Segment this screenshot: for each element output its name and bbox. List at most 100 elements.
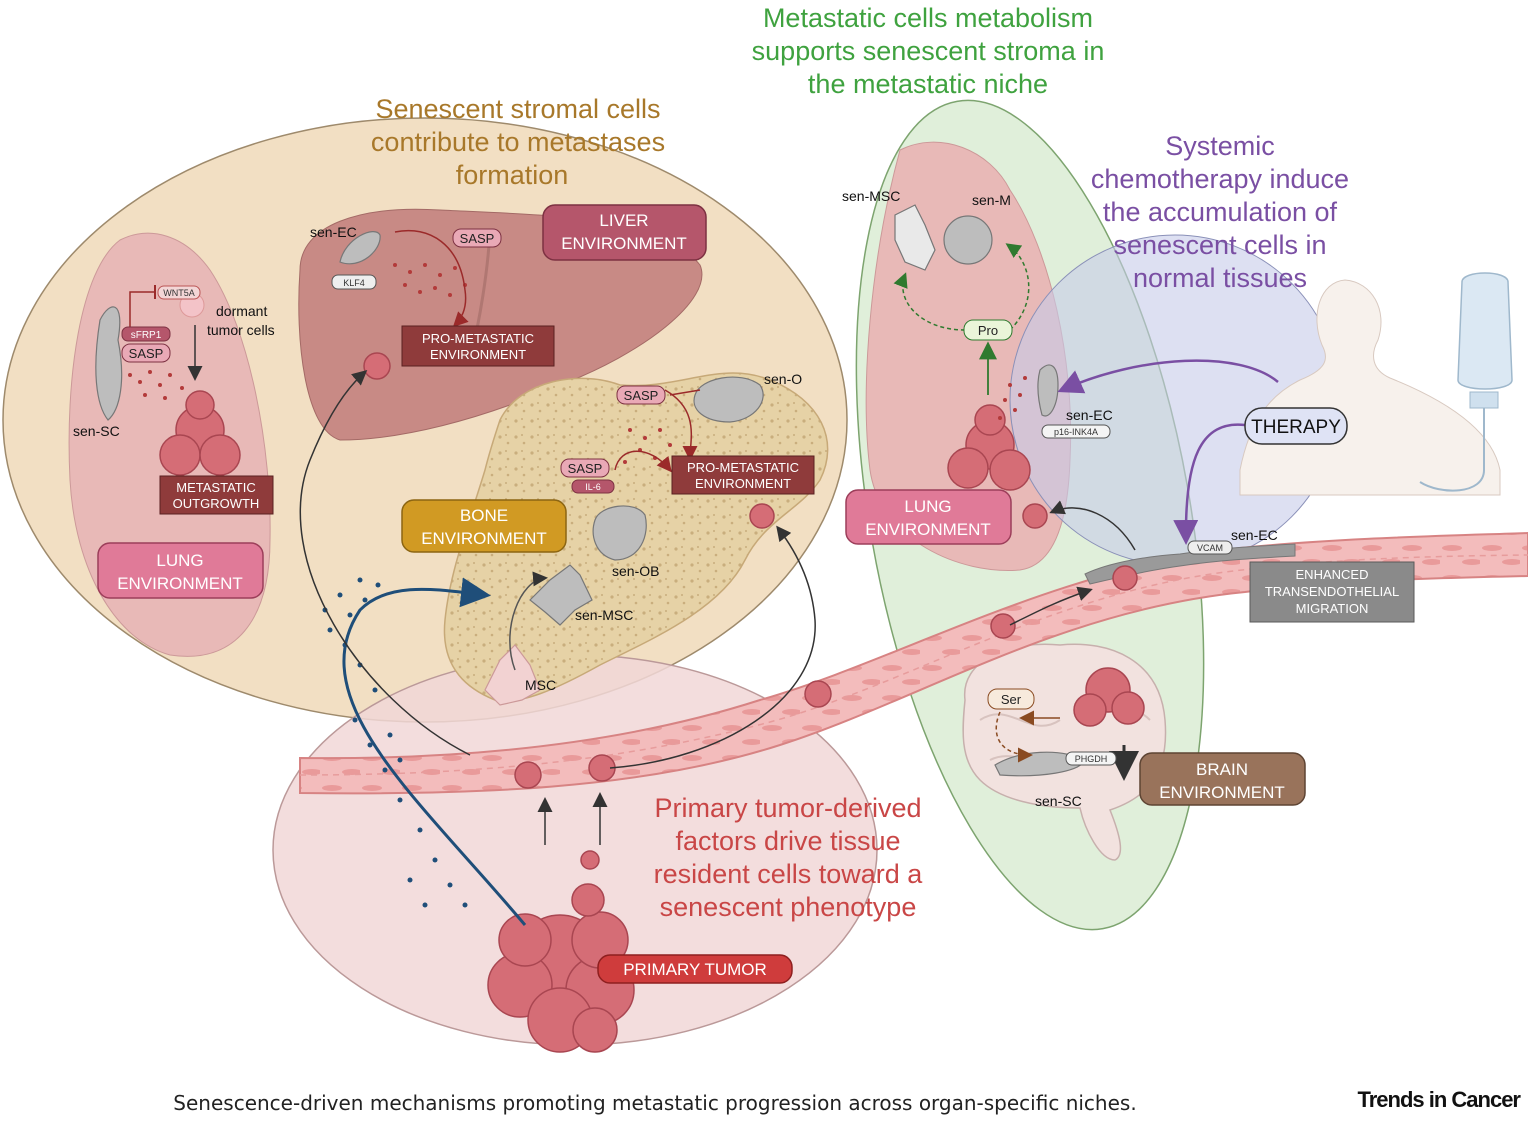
label-sen-m: sen-M [972,192,1011,208]
sen-sc-lung-cell [95,306,123,421]
arrow-to-liver [299,370,471,756]
arrow-to-lung-met [1049,500,1136,551]
therapy-box: THERAPY [1244,407,1348,445]
svg-text:sFRP1: sFRP1 [131,330,162,341]
arrow-primary-to-bone [342,577,527,926]
tag-pro: Pro [963,319,1013,341]
chemo-heading-line1: Systemic [1165,131,1275,161]
label-sen-o: sen-O [764,371,802,387]
chemo-heading-line4: senescent cells in [1113,230,1326,260]
sen-ec-liver-cell [339,231,381,265]
chemo-heading-line5: normal tissues [1133,263,1307,293]
bone-environment-box: BONE ENVIRONMENT [401,499,567,553]
sen-msc-lung-cell [894,204,936,271]
label-dormant-2: tumor cells [207,322,275,338]
primary-heading-line3: resident cells toward a [654,859,924,889]
primary-heading-line1: Primary tumor-derived [654,793,921,823]
label-sen-ob: sen-OB [612,563,659,579]
svg-text:ENVIRONMENT: ENVIRONMENT [865,520,991,539]
tag-sasp-bone-2: SASP [560,458,610,478]
chemo-heading-line2: chemotherapy induce [1091,164,1349,194]
label-sen-msc-bone: sen-MSC [575,607,633,623]
svg-text:ENVIRONMENT: ENVIRONMENT [117,574,243,593]
tag-phgdh: PHGDH [1065,751,1117,766]
svg-text:SASP: SASP [624,388,659,403]
circulating-tumor-cells [363,352,1138,789]
enhanced-migration-box: ENHANCED TRANSENDOTHELIAL MIGRATION [1249,561,1415,623]
svg-text:Pro: Pro [978,323,998,338]
lung-right-metastasis [947,404,1031,491]
tag-klf4: KLF4 [331,274,377,290]
sen-ec-lung-cell [1037,364,1059,417]
label-sen-ec-lung: sen-EC [1066,407,1113,423]
brain-environment-box: BRAIN ENVIRONMENT [1139,752,1306,806]
svg-text:ENVIRONMENT: ENVIRONMENT [1159,783,1285,802]
svg-text:TRANSENDOTHELIAL: TRANSENDOTHELIAL [1265,584,1399,599]
svg-text:MIGRATION: MIGRATION [1296,601,1369,616]
svg-text:BRAIN: BRAIN [1196,760,1248,779]
lung-environment-box-right: LUNG ENVIRONMENT [845,489,1012,545]
arrow-to-bone-met [609,525,816,769]
svg-text:LIVER: LIVER [599,211,648,230]
svg-text:LUNG: LUNG [156,551,203,570]
primary-tumor-mass [487,850,635,1053]
pro-metastatic-liver-box: PRO-METASTATIC ENVIRONMENT [401,325,555,367]
svg-text:ENVIRONMENT: ENVIRONMENT [430,347,526,362]
primary-heading-line4: senescent phenotype [660,892,917,922]
label-sen-ec-liver: sen-EC [310,224,357,240]
svg-text:WNT5A: WNT5A [163,288,195,298]
svg-text:OUTGROWTH: OUTGROWTH [173,496,260,511]
svg-text:ENVIRONMENT: ENVIRONMENT [561,234,687,253]
svg-text:PRIMARY TUMOR: PRIMARY TUMOR [623,960,767,979]
liver-organ [298,208,703,441]
primary-heading-line2: factors drive tissue [675,826,900,856]
svg-text:BONE: BONE [460,506,508,525]
svg-text:ENVIRONMENT: ENVIRONMENT [421,529,547,548]
tag-p16: p16-INK4A [1041,424,1111,439]
svg-text:Ser: Ser [1001,692,1022,707]
stromal-heading-line1: Senescent stromal cells [375,94,660,124]
sen-msc-bone-cell [529,564,593,626]
label-msc: MSC [525,677,556,693]
iv-bag-icon [1419,272,1513,492]
metabolism-heading-line1: Metastatic cells metabolism [763,3,1093,33]
pro-metastatic-bone-box: PRO-METASTATIC ENVIRONMENT [671,455,815,495]
liver-environment-box: LIVER ENVIRONMENT [542,204,707,261]
tag-il6: IL-6 [571,479,615,494]
label-sen-msc-lung: sen-MSC [842,188,900,204]
lung-left-metastasis [159,390,241,476]
svg-text:PRO-METASTATIC: PRO-METASTATIC [687,460,799,475]
metabolism-heading-line3: the metastatic niche [808,69,1048,99]
svg-text:PHGDH: PHGDH [1075,754,1108,764]
svg-text:METASTATIC: METASTATIC [176,480,255,495]
primary-tumor-box: PRIMARY TUMOR [597,954,793,984]
brain-metastasis [1073,667,1145,727]
msc-cell [484,644,541,706]
svg-text:p16-INK4A: p16-INK4A [1054,427,1098,437]
svg-text:SASP: SASP [129,346,164,361]
svg-text:LUNG: LUNG [904,497,951,516]
metastatic-outgrowth-box: METASTATIC OUTGROWTH [159,475,274,515]
svg-text:SASP: SASP [460,231,495,246]
sen-o-cell [693,376,764,423]
label-sen-ec-vessel: sen-EC [1231,527,1278,543]
sasp-particles [128,263,1027,464]
tag-vcam: VCAM [1187,540,1233,555]
tag-ser: Ser [987,688,1035,710]
svg-text:PRO-METASTATIC: PRO-METASTATIC [422,331,534,346]
sen-m-cell [943,215,993,265]
stromal-heading-line2: contribute to metastases [371,127,665,157]
tag-wnt5a: WNT5A [157,285,201,300]
lung-environment-box-left: LUNG ENVIRONMENT [97,542,264,599]
svg-text:IL-6: IL-6 [585,482,601,492]
label-dormant-1: dormant [216,303,267,319]
tag-sasp-liver: SASP [452,228,502,248]
arrow-vessel-flow [1009,586,1093,626]
tag-sasp-lung: SASP [121,343,171,363]
tag-sasp-bone-1: SASP [616,385,666,405]
svg-text:THERAPY: THERAPY [1251,417,1341,438]
sen-ec-vessel-cells [1084,543,1296,585]
tag-sfrp1: sFRP1 [121,326,171,342]
svg-text:ENVIRONMENT: ENVIRONMENT [695,476,791,491]
